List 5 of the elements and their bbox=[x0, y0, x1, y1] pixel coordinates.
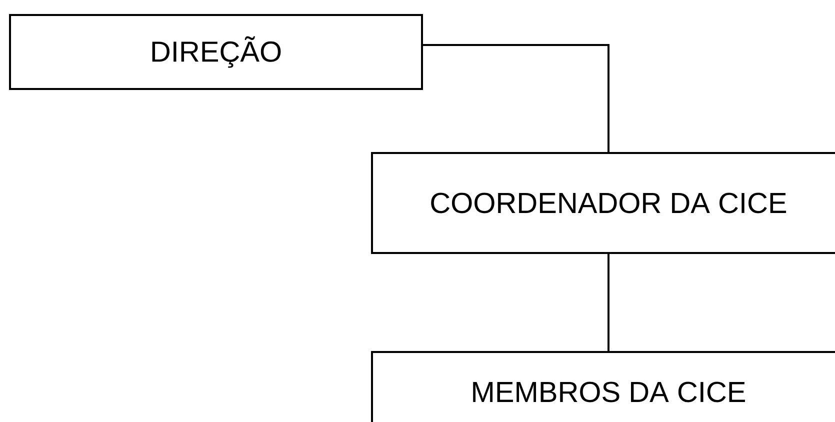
connector-line bbox=[608, 254, 610, 351]
org-box: MEMBROS DA CICE bbox=[371, 350, 835, 422]
connector-line bbox=[423, 44, 610, 152]
org-box: DIREÇÃO bbox=[9, 14, 423, 90]
org-box: COORDENADOR DA CICE bbox=[371, 152, 835, 254]
